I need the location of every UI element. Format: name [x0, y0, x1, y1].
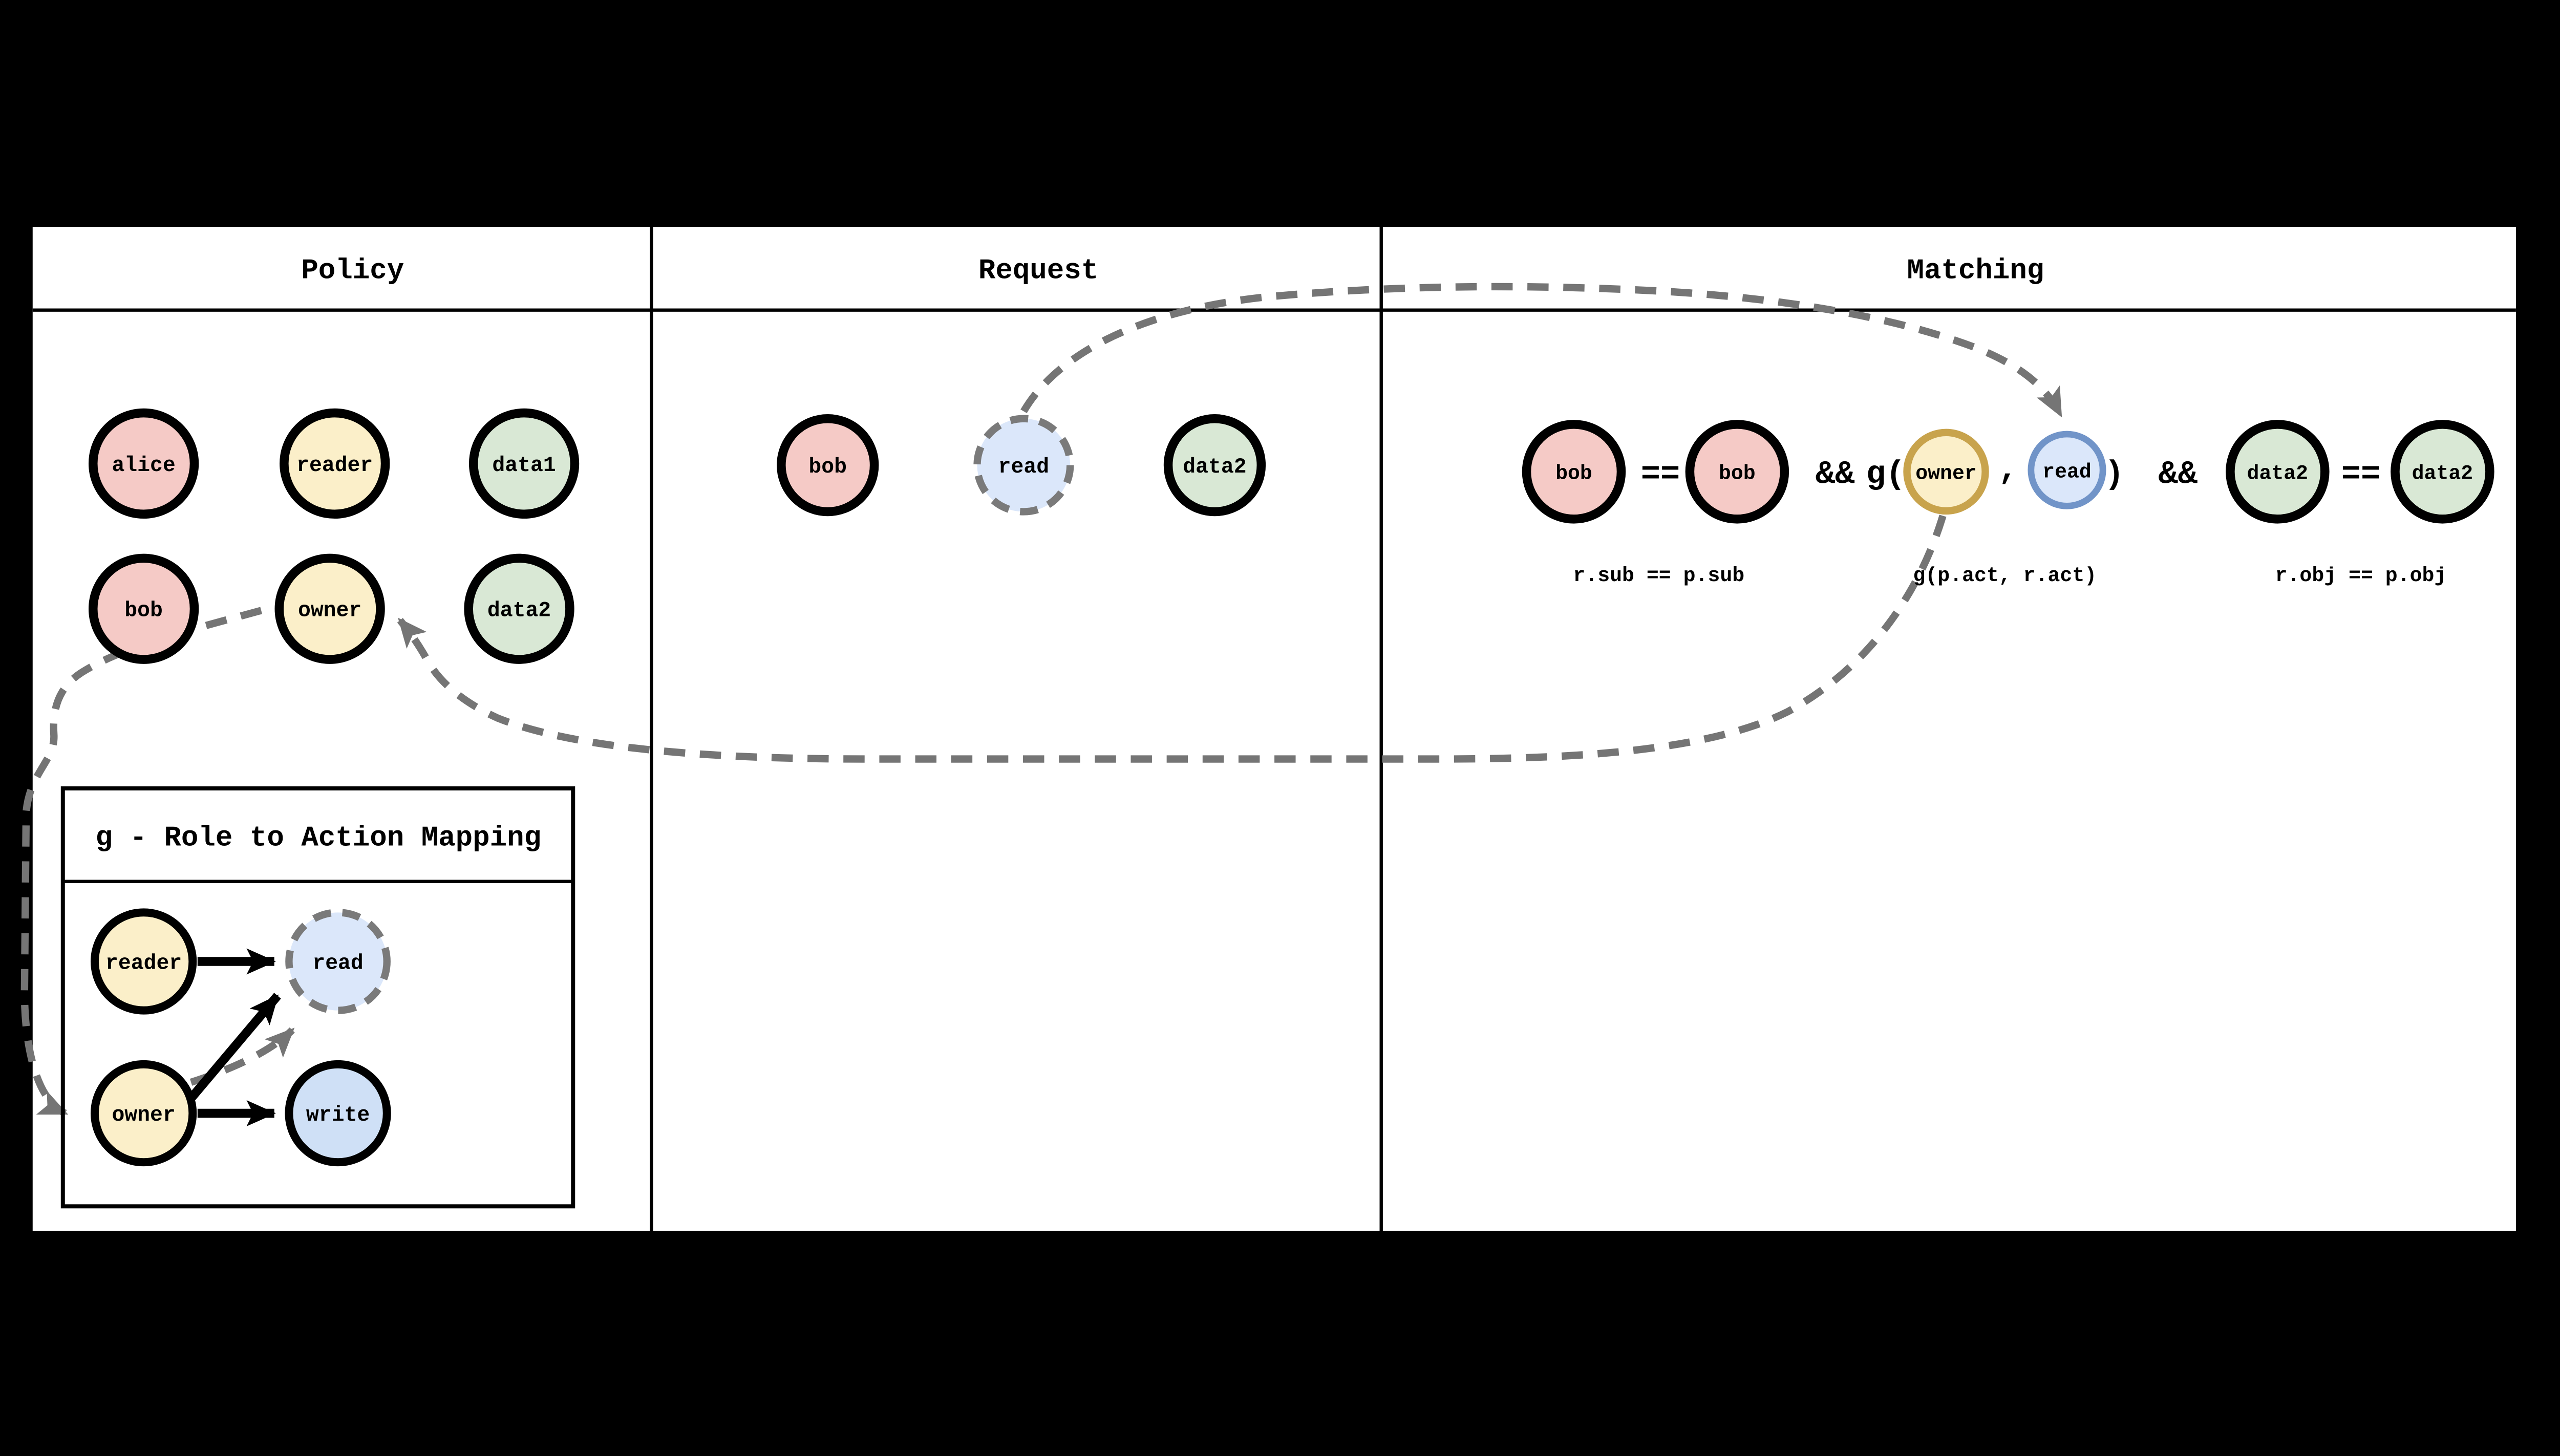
reader-circle	[280, 408, 390, 519]
gbox-write-label: write	[306, 1103, 370, 1127]
caption-r-obj-eq-p-obj: r.obj == p.obj	[2275, 564, 2447, 587]
request-data2-label: data2	[1183, 455, 1246, 479]
matching-expression: bob == bob && g( owner , read ) && data2…	[1522, 420, 2494, 524]
matching-p-act-circle	[1903, 429, 1989, 515]
policy-node-bob: bob	[88, 553, 199, 664]
matching-p-sub-label: bob	[1719, 462, 1756, 485]
matching-and-operator-2: &&	[2159, 457, 2198, 494]
matching-node-p-obj: data2	[2391, 420, 2494, 524]
data1-label: data1	[492, 454, 556, 478]
matching-p-act-label: owner	[1915, 462, 1977, 485]
matching-eq-operator-sub: ==	[1641, 457, 1680, 494]
data1-circle	[468, 408, 580, 519]
matching-r-act-circle	[2028, 431, 2106, 509]
request-column-header: Request	[978, 254, 1098, 287]
matching-node-r-obj: data2	[2226, 420, 2330, 524]
trace-request-read-to-matching-read	[1020, 283, 2064, 418]
gbox-title: g - Role to Action Mapping	[96, 822, 542, 854]
alice-label: alice	[112, 454, 175, 478]
bob-circle	[88, 553, 199, 664]
matching-p-obj-label: data2	[2412, 462, 2473, 485]
caption-r-sub-eq-p-sub: r.sub == p.sub	[1573, 564, 1744, 587]
trace-matching-owner-to-policy-owner	[397, 515, 1947, 763]
owner-circle	[274, 553, 385, 664]
alice-circle	[88, 408, 199, 519]
matching-g-open-paren: g(	[1866, 457, 1906, 494]
role-to-action-mapping-box: g - Role to Action Mapping reader read o…	[60, 786, 575, 1209]
policy-node-reader: reader	[280, 408, 390, 519]
request-read-label: read	[998, 455, 1049, 479]
matching-column-header: Matching	[1907, 254, 2044, 287]
matching-r-sub-circle	[1522, 420, 1626, 524]
matching-r-obj-label: data2	[2247, 462, 2309, 485]
matching-eq-operator-obj: ==	[2341, 457, 2381, 494]
gbox-read-circle	[285, 909, 391, 1014]
policy-node-data2: data2	[464, 553, 574, 664]
request-bob-circle	[777, 414, 879, 517]
gbox-node-reader: reader	[90, 908, 197, 1015]
matching-node-p-act: owner	[1903, 429, 1989, 515]
owner-label: owner	[298, 599, 361, 623]
request-node-bob: bob	[777, 414, 879, 517]
matching-g-close-paren: )	[2104, 457, 2124, 494]
gbox-read-label: read	[312, 951, 363, 975]
policy-node-data1: data1	[468, 408, 580, 519]
matching-comma: ,	[1998, 452, 2018, 488]
request-read-circle	[973, 415, 1074, 516]
matching-and-operator-1: &&	[1816, 457, 1855, 494]
matching-r-sub-label: bob	[1555, 462, 1592, 485]
matching-node-r-sub: bob	[1522, 420, 1626, 524]
arrow-owner-to-read	[186, 993, 281, 1103]
gbox-node-owner: owner	[90, 1060, 197, 1167]
gbox-reader-label: reader	[105, 951, 182, 975]
matching-r-act-label: read	[2042, 461, 2092, 484]
matching-r-obj-circle	[2226, 420, 2330, 524]
caption-g-p-act-r-act: g(p.act, r.act)	[1913, 564, 2097, 587]
matching-node-p-sub: bob	[1685, 420, 1789, 524]
data2-label: data2	[487, 599, 551, 623]
data2-circle	[464, 553, 574, 664]
gbox-write-circle	[285, 1060, 391, 1167]
reader-label: reader	[296, 454, 373, 478]
gbox-owner-label: owner	[112, 1103, 175, 1127]
request-data2-circle	[1163, 414, 1266, 517]
gbox-node-write: write	[285, 1060, 391, 1167]
policy-column-header: Policy	[301, 254, 404, 287]
gbox-reader-circle	[90, 908, 197, 1015]
request-node-data2: data2	[1163, 414, 1266, 517]
bob-label: bob	[124, 599, 163, 623]
matching-p-obj-circle	[2391, 420, 2494, 524]
gbox-owner-circle	[90, 1060, 197, 1167]
diagram-canvas	[32, 227, 2516, 1231]
gbox-border	[60, 786, 575, 1209]
gbox-node-read: read	[285, 909, 391, 1014]
matching-node-r-act: read	[2028, 431, 2106, 509]
request-bob-label: bob	[808, 455, 847, 479]
matching-p-sub-circle	[1685, 420, 1789, 524]
policy-node-owner: owner	[274, 553, 385, 664]
policy-node-alice: alice	[88, 408, 199, 519]
request-node-read: read	[973, 415, 1074, 516]
